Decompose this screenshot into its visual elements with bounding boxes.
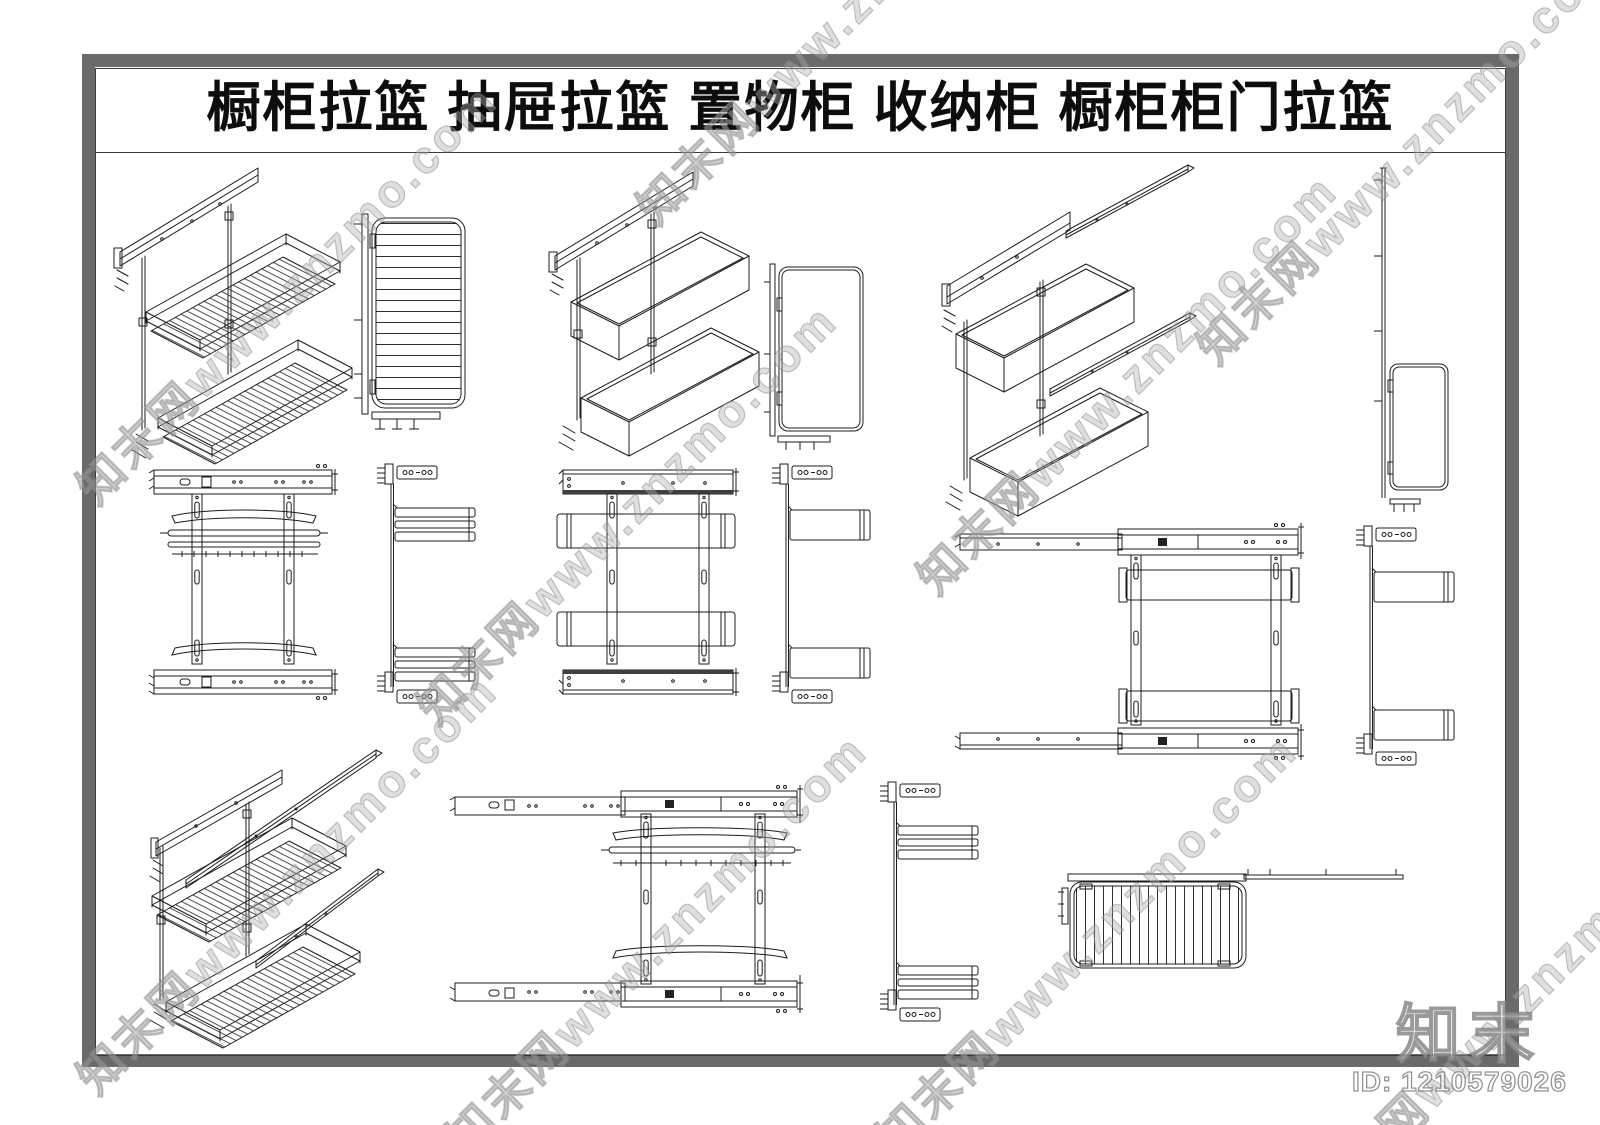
drawing-plan-tray-pullout bbox=[556, 467, 740, 697]
watermark-id: ID: 1210579026 bbox=[1351, 1065, 1567, 1097]
drawing-iso-tray-extended-rails bbox=[941, 164, 1197, 517]
drawing-iso-two-tier-tray bbox=[548, 171, 760, 457]
drawing-side-tray-tiers bbox=[772, 463, 871, 704]
sheet-inner-border bbox=[95, 68, 1506, 1056]
drawing-side-tray-tiers-right bbox=[1356, 525, 1455, 766]
znzmo-logo: 知末 bbox=[1395, 998, 1544, 1072]
drawing-iso-wire-basket-extended-rails bbox=[149, 749, 385, 1049]
sheet-frame bbox=[82, 54, 1519, 1067]
title-divider bbox=[95, 152, 1506, 153]
drawing-side-solid-panel bbox=[764, 263, 864, 450]
drawing-plan-extended-rails-wire bbox=[449, 784, 804, 1014]
drawing-side-tall-rail-panel bbox=[1374, 167, 1449, 512]
drawing-front-wire-panel bbox=[354, 213, 466, 430]
drawing-door-wire-basket-rail bbox=[1058, 869, 1404, 969]
drawing-plan-wire-pullout bbox=[148, 464, 339, 700]
drawing-iso-two-tier-wire-basket bbox=[113, 167, 353, 465]
page-title: 橱柜拉篮 抽屉拉篮 置物柜 收纳柜 橱柜柜门拉篮 bbox=[206, 78, 1395, 138]
drawing-side-wire-tiers bbox=[377, 463, 476, 704]
drawing-plan-extended-rails-tray bbox=[954, 522, 1305, 761]
drawing-side-wire-tiers-bottom bbox=[880, 781, 979, 1022]
